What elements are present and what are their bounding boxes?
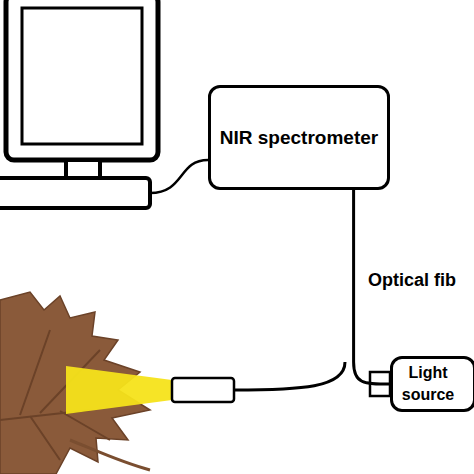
keyboard <box>0 178 150 208</box>
light-source-box: Light source <box>390 356 474 412</box>
box-text: Light source <box>393 362 463 405</box>
source-plug <box>370 372 390 396</box>
monitor-screen <box>22 8 142 144</box>
light-beam <box>66 366 172 414</box>
optical-fiber <box>354 190 390 384</box>
fiber-probe <box>172 378 234 402</box>
spectrometer-box: NIR spectrometer <box>208 85 390 190</box>
leaf-stem <box>70 440 150 470</box>
box-text: NIR spectrometer <box>220 125 378 151</box>
computer-cable <box>150 160 208 193</box>
fiber-branch <box>234 362 345 390</box>
monitor-frame <box>6 0 158 160</box>
monitor-neck <box>66 160 100 178</box>
fiber-label: Optical fib <box>368 270 456 291</box>
